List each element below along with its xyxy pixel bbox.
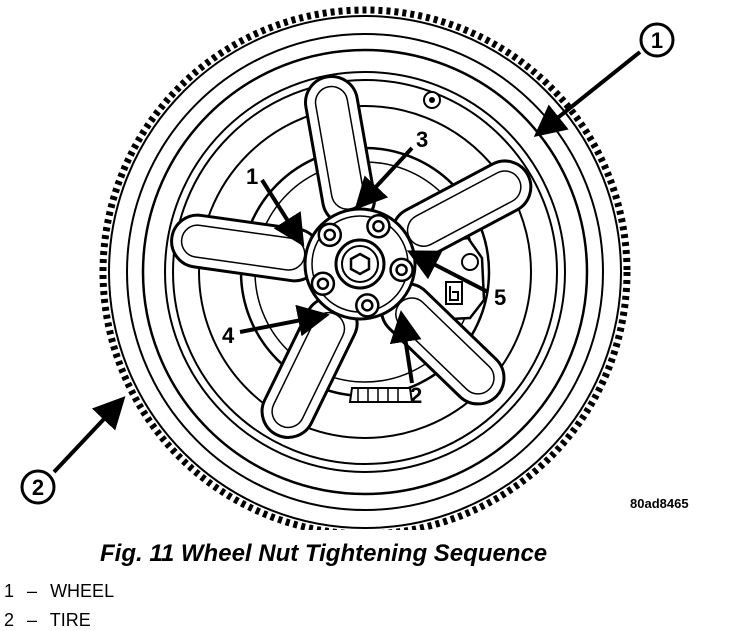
- legend-item: 2 – TIRE: [4, 610, 91, 631]
- legend-separator: –: [27, 610, 38, 630]
- lug-nut: [389, 257, 414, 283]
- legend-item: 1 – WHEEL: [4, 581, 114, 602]
- sequence-5: 5: [406, 250, 506, 310]
- callout-tire: 2: [20, 396, 126, 505]
- rim-lip: [172, 79, 558, 465]
- spoke: [304, 74, 377, 227]
- lug-nuts: [310, 214, 414, 318]
- legend-number: 1: [4, 581, 15, 601]
- sequence-label-3: 3: [416, 127, 428, 152]
- rim-inner: [198, 105, 532, 439]
- tire-inner-wall: [141, 48, 589, 496]
- rim-outer: [164, 71, 566, 473]
- callout-tire-label: 2: [32, 475, 44, 500]
- sequence-3: 3: [354, 127, 428, 210]
- figure-caption: Fig. 11 Wheel Nut Tightening Sequence: [100, 540, 548, 567]
- lug-nut: [317, 222, 343, 248]
- spoke: [170, 213, 323, 283]
- sequence-2: 2: [389, 310, 422, 408]
- sequence-1: 1: [246, 164, 305, 247]
- callout-wheel-label: 1: [651, 28, 663, 53]
- wheel-diagram: 1 2 1 2 3 4 5 80ad8465: [20, 6, 689, 538]
- legend-label: WHEEL: [50, 581, 115, 601]
- tire-outer-wall: [108, 15, 622, 529]
- valve-stem: [423, 91, 441, 109]
- legend-label: TIRE: [49, 610, 91, 630]
- wheel-spokes: [170, 74, 533, 439]
- lug-nut: [310, 271, 336, 296]
- tire-sidewall: [126, 33, 604, 511]
- callout-wheel: 1: [533, 22, 675, 137]
- lug-nut: [366, 214, 391, 239]
- sequence-4: 4: [222, 304, 330, 348]
- sequence-label-4: 4: [222, 323, 235, 348]
- lower-bracket: [348, 387, 414, 403]
- sequence-label-2: 2: [410, 383, 422, 408]
- lug-nut: [355, 293, 380, 318]
- figure-code: 80ad8465: [630, 496, 689, 511]
- sequence-label-1: 1: [246, 164, 258, 189]
- legend-number: 2: [4, 610, 15, 630]
- sequence-label-5: 5: [494, 285, 506, 310]
- legend-separator: –: [27, 581, 38, 601]
